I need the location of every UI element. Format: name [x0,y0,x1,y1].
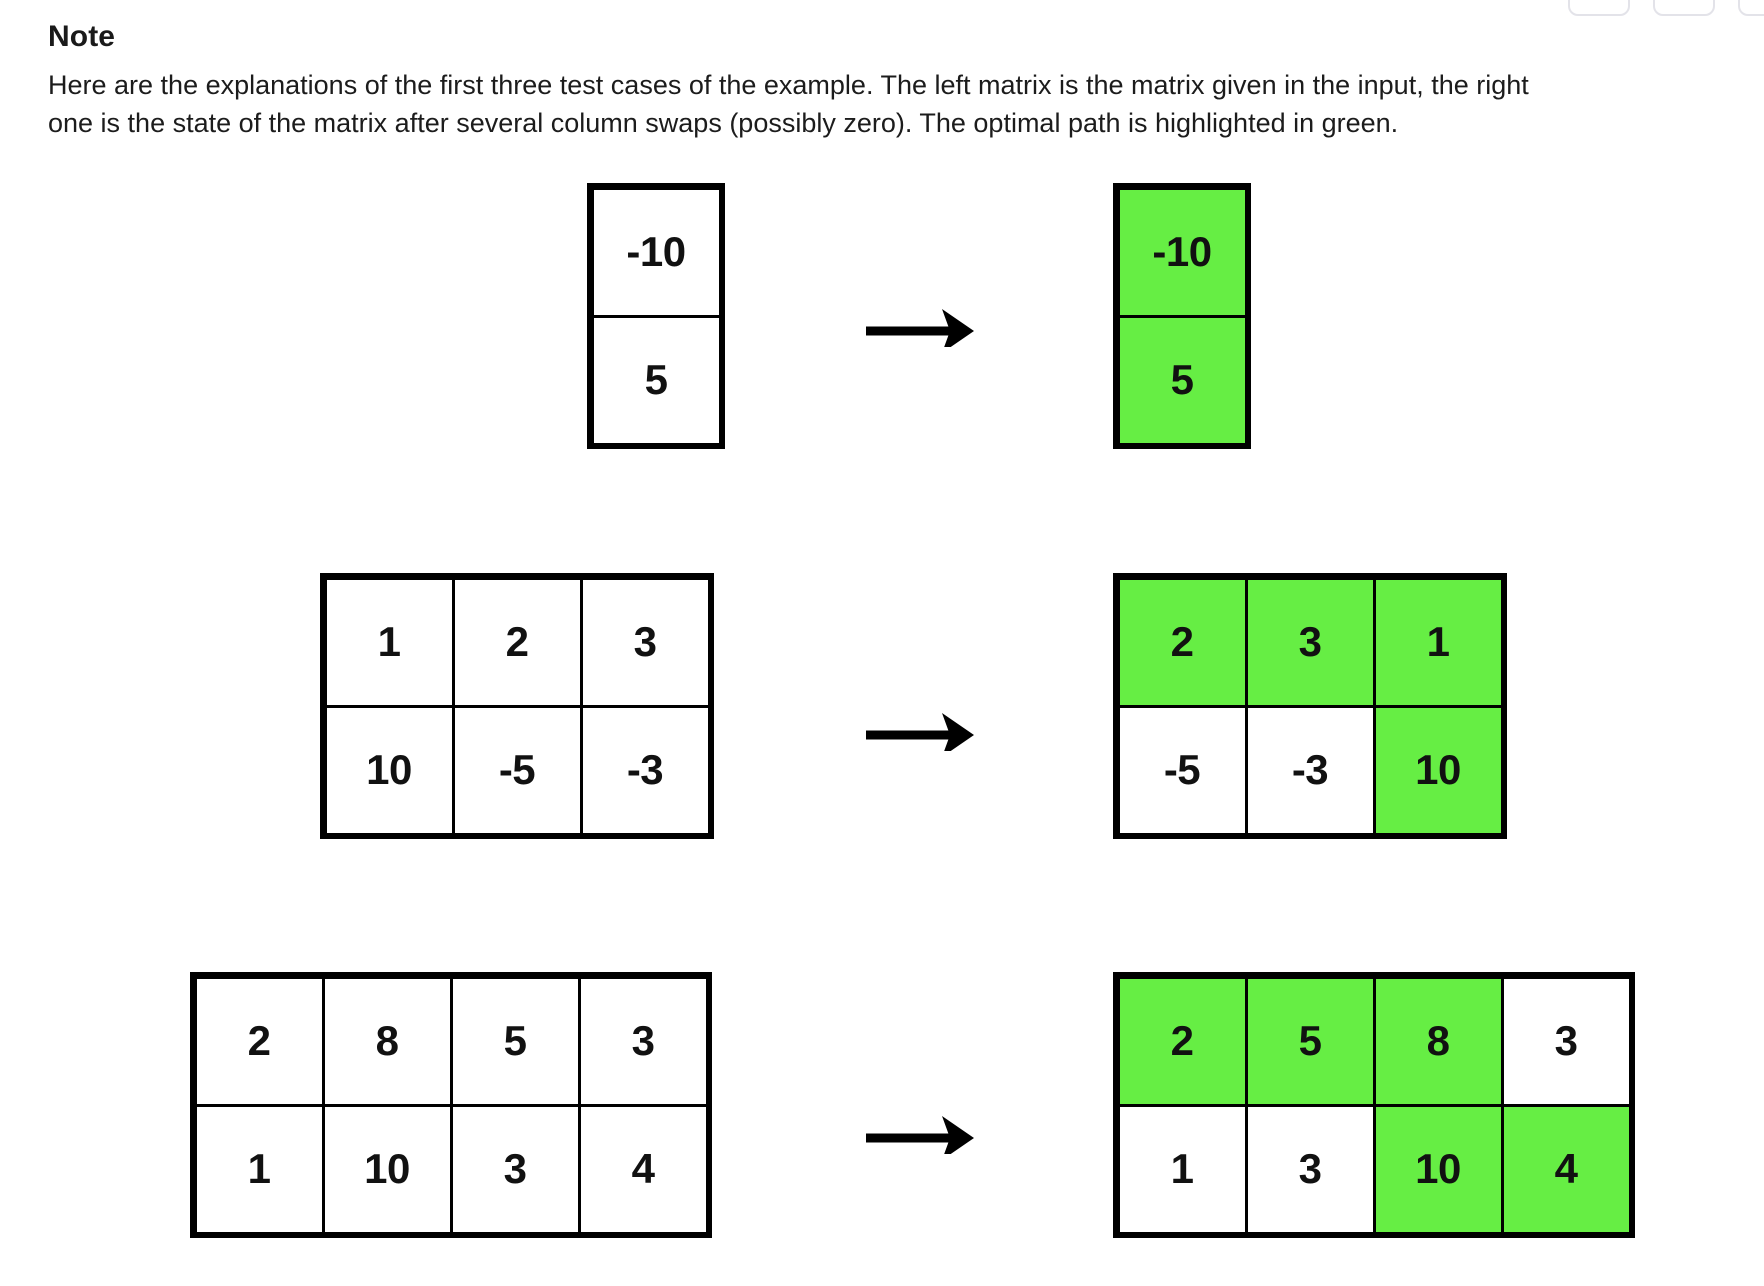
matrix-cell: 10 [1372,704,1504,836]
matrix-row: -10 [590,186,722,318]
matrix-cell: 5 [449,975,581,1107]
matrix-cell: 3 [1244,576,1376,708]
toolbar-button-3[interactable] [1738,0,1764,16]
matrix-row: 10-5-3 [323,704,711,836]
matrix-cell: 10 [323,704,455,836]
matrix-cell: 2 [451,576,583,708]
matrix-cell: 5 [1244,975,1376,1107]
matrix-row: 5 [1116,314,1248,446]
matrix-cell: 1 [323,576,455,708]
matrix-cell: 2 [1116,576,1248,708]
matrix-cell: 3 [1244,1103,1376,1235]
matrix-cell: -5 [1116,704,1248,836]
matrix-cell: -3 [1244,704,1376,836]
arrow-right-icon [864,1108,976,1154]
note-body: Here are the explanations of the first t… [48,69,1529,138]
note-section: Note Here are the explanations of the fi… [48,18,1558,142]
matrix-row: 5 [590,314,722,446]
matrix-cell: 10 [321,1103,453,1235]
matrix-cell: 5 [1116,314,1248,446]
matrix-cell: 3 [449,1103,581,1235]
matrix-cell: 3 [579,576,711,708]
matrix-cell: -3 [579,704,711,836]
matrix-cell: 4 [577,1103,709,1235]
matrix-row: -10 [1116,186,1248,318]
matrix-cell: 8 [321,975,453,1107]
matrix-cell: 10 [1372,1103,1504,1235]
matrix-cell: -10 [1116,186,1248,318]
matrix-cell: 1 [193,1103,325,1235]
note-title: Note [48,20,116,53]
arrow-right-icon [864,301,976,347]
matrix-cell: 4 [1500,1103,1632,1235]
matrix-cell: 2 [193,975,325,1107]
matrix-cell: 8 [1372,975,1504,1107]
matrix-cell: 5 [590,314,722,446]
matrix-cell: -5 [451,704,583,836]
arrow-right-icon [864,705,976,751]
matrix-cell: -10 [590,186,722,318]
toolbar-button-2[interactable] [1653,0,1715,16]
matrix-cell: 3 [1500,975,1632,1107]
matrix-cell: 3 [577,975,709,1107]
matrix-cell: 2 [1116,975,1248,1107]
matrix-cell: 1 [1372,576,1504,708]
toolbar-button-1[interactable] [1568,0,1630,16]
matrix-cell: 1 [1116,1103,1248,1235]
